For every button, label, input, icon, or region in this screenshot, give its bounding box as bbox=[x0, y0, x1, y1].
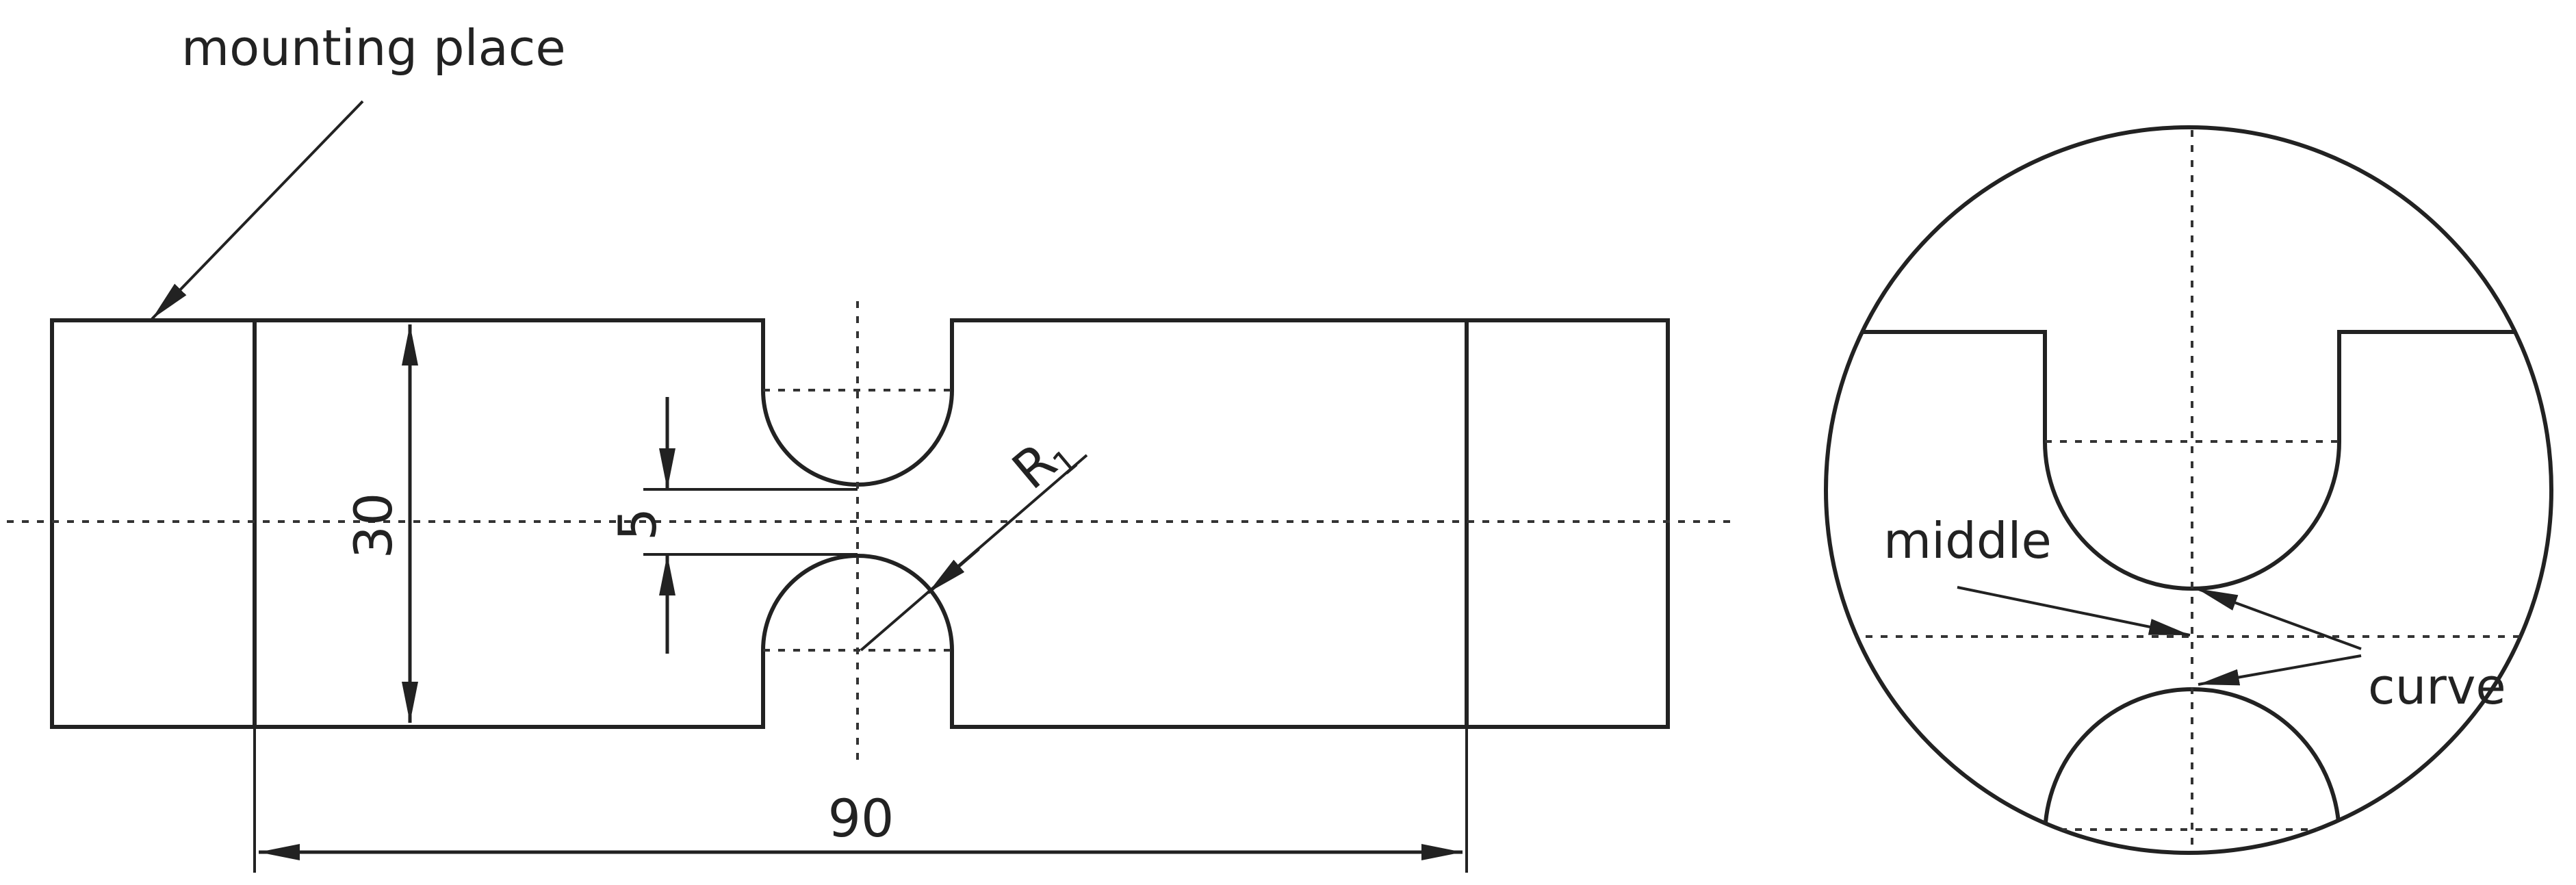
specimen-main-view: 30 5 R 1 90 mounting place bbox=[7, 19, 1731, 873]
curve-label: curve bbox=[2368, 658, 2506, 715]
specimen-outline bbox=[50, 318, 1670, 729]
detail-bottom-profile bbox=[2043, 687, 2341, 853]
mounting-place-label: mounting place bbox=[181, 19, 566, 77]
detail-view: middle curve bbox=[1824, 125, 2553, 855]
right-mounting-zone bbox=[1465, 318, 1670, 729]
radius-label: R 1 bbox=[1001, 431, 1084, 501]
gap-dimension-label: 5 bbox=[607, 508, 668, 541]
left-mounting-zone bbox=[50, 318, 257, 729]
middle-arrow bbox=[1957, 586, 2191, 637]
width-dimension-label: 90 bbox=[828, 788, 894, 849]
mounting-place-leader bbox=[151, 100, 364, 320]
curve-arrow-bottom bbox=[2198, 654, 2362, 686]
curve-arrow-top bbox=[2196, 587, 2362, 650]
middle-label: middle bbox=[1883, 512, 2052, 569]
height-dimension-label: 30 bbox=[343, 493, 404, 559]
detail-circle bbox=[1824, 125, 2553, 855]
radius-leader-arrow bbox=[927, 548, 980, 594]
